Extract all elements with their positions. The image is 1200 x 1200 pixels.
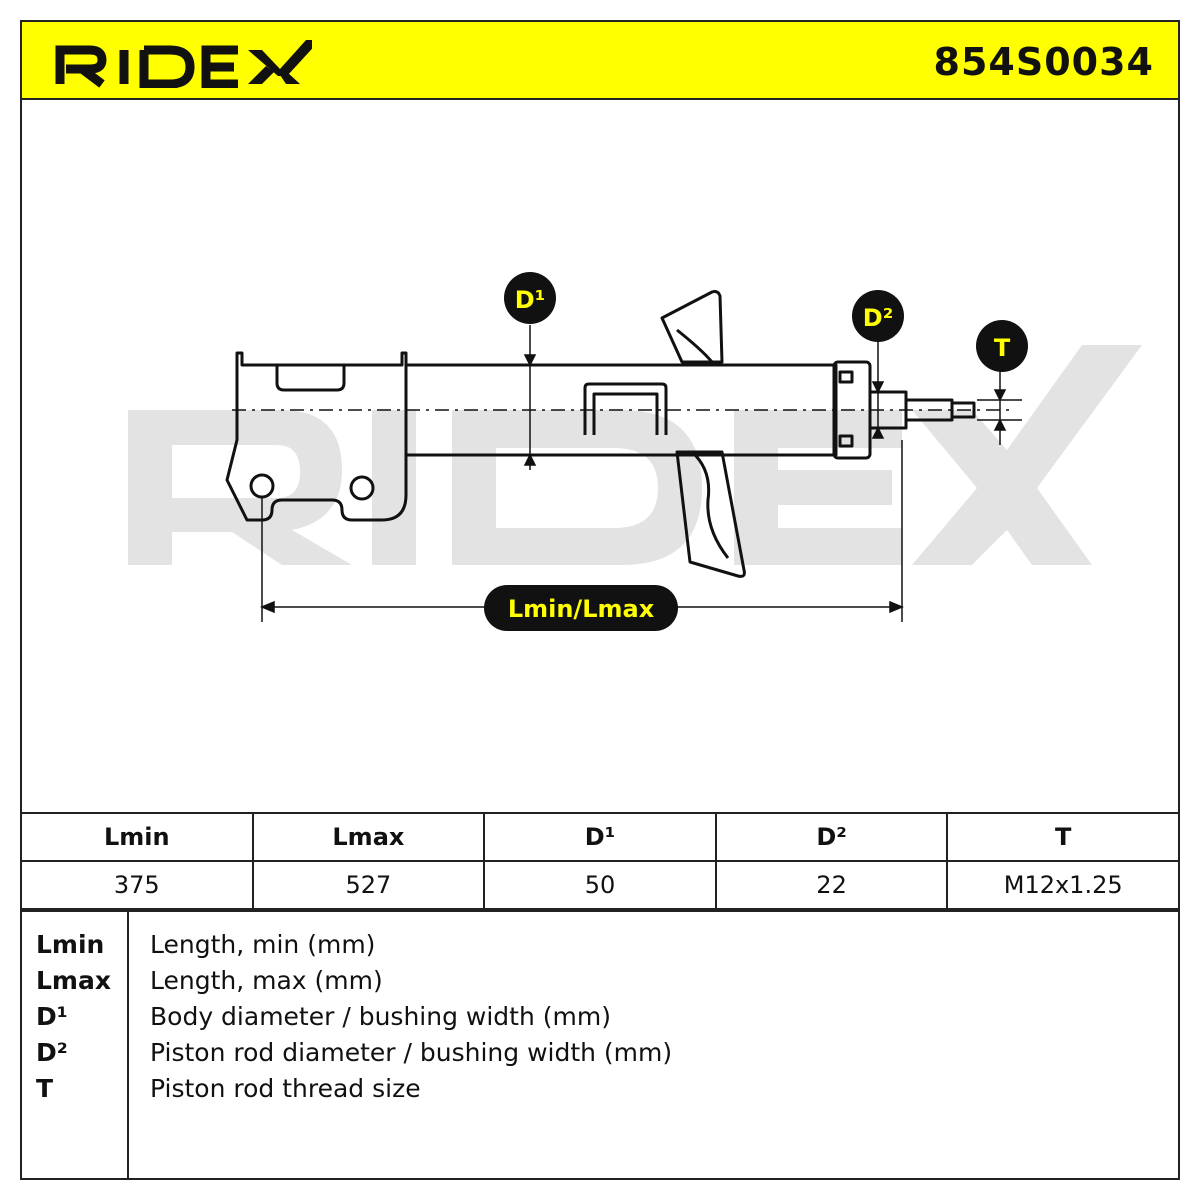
legend-key: D²	[36, 1038, 68, 1067]
spec-header-d2: D²	[714, 812, 949, 862]
length-label: Lmin/Lmax	[508, 595, 655, 623]
legend-desc: Body diameter / bushing width (mm)	[150, 1002, 611, 1031]
spec-value-d1: 50	[483, 860, 717, 910]
header-bar: 854S0034	[20, 20, 1180, 100]
spec-value-lmin: 375	[20, 860, 254, 910]
legend: Lmin Length, min (mm) Lmax Length, max (…	[20, 910, 1180, 1180]
spec-table: Lmin Lmax D¹ D² T 375 527 50 22 M12x1.25	[20, 812, 1180, 910]
spring-seat-lower	[675, 450, 746, 578]
part-number: 854S0034	[933, 40, 1154, 84]
spec-header-row: Lmin Lmax D¹ D² T	[20, 812, 1180, 862]
legend-desc: Piston rod thread size	[150, 1074, 421, 1103]
shock-absorber-drawing: D¹ D² T Lmin/Lmax	[128, 272, 1142, 631]
spec-value-row: 375 527 50 22 M12x1.25	[20, 860, 1180, 910]
legend-desc: Length, max (mm)	[150, 966, 383, 995]
legend-divider	[127, 912, 129, 1178]
legend-key: Lmax	[36, 966, 111, 995]
d2-badge: D²	[852, 290, 904, 342]
spring-seat-upper	[660, 290, 724, 364]
legend-key: T	[36, 1074, 54, 1103]
ridex-watermark	[128, 345, 1142, 565]
d1-badge: D¹	[504, 272, 556, 324]
mounting-bracket	[225, 351, 408, 522]
legend-key: Lmin	[36, 930, 105, 959]
spec-header-lmin: Lmin	[20, 812, 254, 862]
spec-value-d2: 22	[714, 860, 949, 910]
spec-header-d1: D¹	[483, 812, 717, 862]
legend-item: Lmin Length, min (mm)	[22, 930, 1178, 966]
spec-header-t: T	[946, 812, 1180, 862]
legend-item: D² Piston rod diameter / bushing width (…	[22, 1038, 1178, 1074]
length-badge: Lmin/Lmax	[484, 585, 678, 631]
spec-value-t: M12x1.25	[946, 860, 1180, 910]
t-badge: T	[976, 320, 1028, 372]
d2-label: D²	[863, 304, 893, 332]
legend-item: Lmax Length, max (mm)	[22, 966, 1178, 1002]
legend-item: D¹ Body diameter / bushing width (mm)	[22, 1002, 1178, 1038]
legend-key: D¹	[36, 1002, 68, 1031]
spec-header-lmax: Lmax	[251, 812, 486, 862]
legend-item: T Piston rod thread size	[22, 1074, 1178, 1110]
spec-value-lmax: 527	[251, 860, 486, 910]
t-label: T	[994, 334, 1011, 362]
legend-desc: Length, min (mm)	[150, 930, 376, 959]
legend-desc: Piston rod diameter / bushing width (mm)	[150, 1038, 673, 1067]
d1-label: D¹	[515, 286, 545, 314]
ridex-logo	[55, 40, 312, 88]
